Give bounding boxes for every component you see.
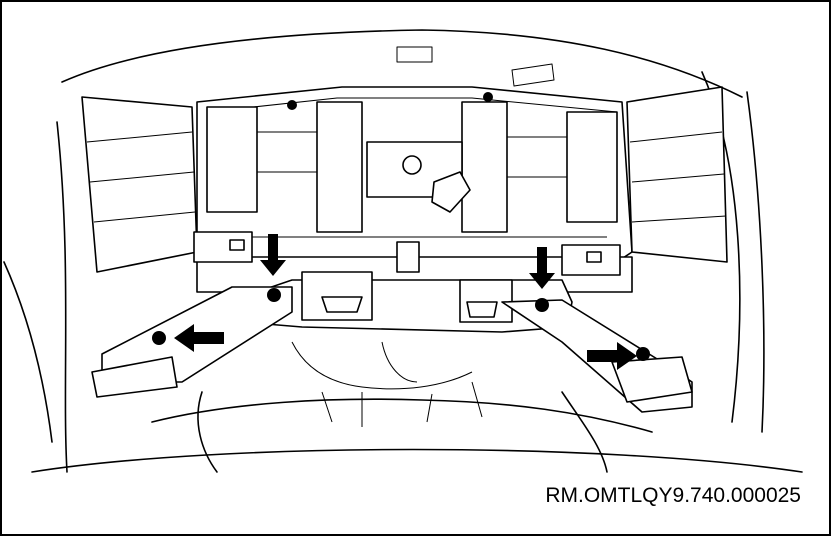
right-arrow-icon (587, 342, 637, 370)
reference-code: RM.OMTLQY9.740.000025 (545, 484, 801, 507)
down-arrow-icon (529, 247, 555, 289)
down-arrow-icon (260, 234, 286, 276)
left-arrow-icon (174, 324, 224, 352)
